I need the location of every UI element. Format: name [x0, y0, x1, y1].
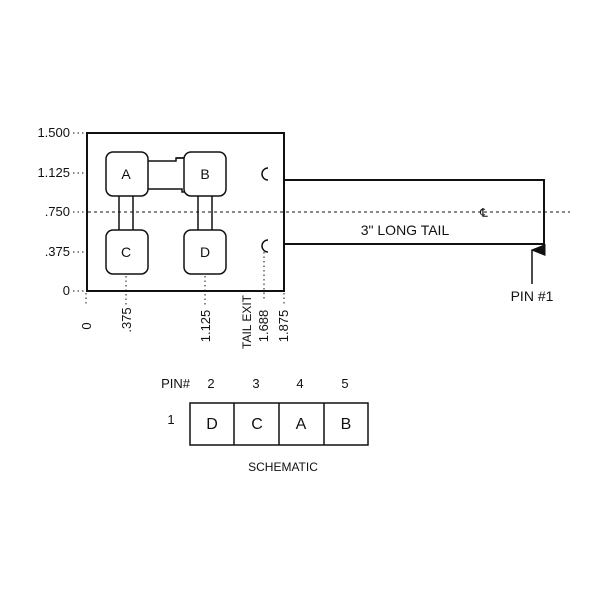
- y-label-375: .375: [45, 244, 70, 259]
- pad-d: D: [183, 229, 227, 275]
- y-label-1125: 1.125: [37, 165, 70, 180]
- switch-body: [86, 132, 285, 292]
- pin1-label: PIN #1: [511, 288, 554, 304]
- x-label-375: .375: [119, 307, 134, 332]
- conductive-traces: [118, 157, 213, 232]
- schematic-pin-5: 5: [341, 376, 348, 391]
- schematic-cell-d: D: [206, 416, 218, 433]
- schematic-cell-c: C: [251, 416, 263, 433]
- y-label-1500: 1.500: [37, 125, 70, 140]
- schematic-cell-a: A: [296, 416, 307, 433]
- tail-exit-arc-top: [261, 167, 269, 181]
- schematic-caption: SCHEMATIC: [248, 460, 318, 474]
- pad-c: C: [105, 229, 149, 275]
- centerline-symbol: ℄: [479, 206, 488, 220]
- pad-c-label: C: [121, 244, 131, 260]
- pad-b: B: [183, 151, 227, 197]
- x-axis-labels: 0 .375 1.125 TAIL EXIT 1.688 1.875: [79, 294, 291, 349]
- y-label-0: 0: [63, 283, 70, 298]
- schematic-pin-1: 1: [167, 412, 174, 427]
- x-label-1125: 1.125: [198, 310, 213, 343]
- pad-b-label: B: [200, 166, 209, 182]
- tail-outline: [284, 179, 545, 245]
- pad-a: A: [105, 151, 149, 197]
- schematic-pin-3: 3: [252, 376, 259, 391]
- y-label-750: .750: [45, 204, 70, 219]
- schematic-pin-4: 4: [296, 376, 303, 391]
- schematic-pin-2: 2: [207, 376, 214, 391]
- tail-exit-arc-bottom: [261, 239, 269, 253]
- y-axis-leaders: [73, 132, 86, 292]
- pad-a-label: A: [121, 166, 131, 182]
- x-label-1875: 1.875: [276, 310, 291, 343]
- tail-label: 3" LONG TAIL: [361, 222, 450, 238]
- pad-d-label: D: [200, 244, 210, 260]
- schematic: PIN# 2 3 4 5 1 D C A B SCHEMATIC: [161, 376, 369, 474]
- y-axis-labels: 1.500 1.125 .750 .375 0: [37, 125, 70, 298]
- x-label-0: 0: [79, 322, 94, 329]
- schematic-pin-header: PIN#: [161, 376, 191, 391]
- x-label-1688: 1.688: [256, 310, 271, 343]
- x-label-tail-exit: TAIL EXIT: [240, 294, 254, 349]
- schematic-cell-b: B: [341, 416, 352, 433]
